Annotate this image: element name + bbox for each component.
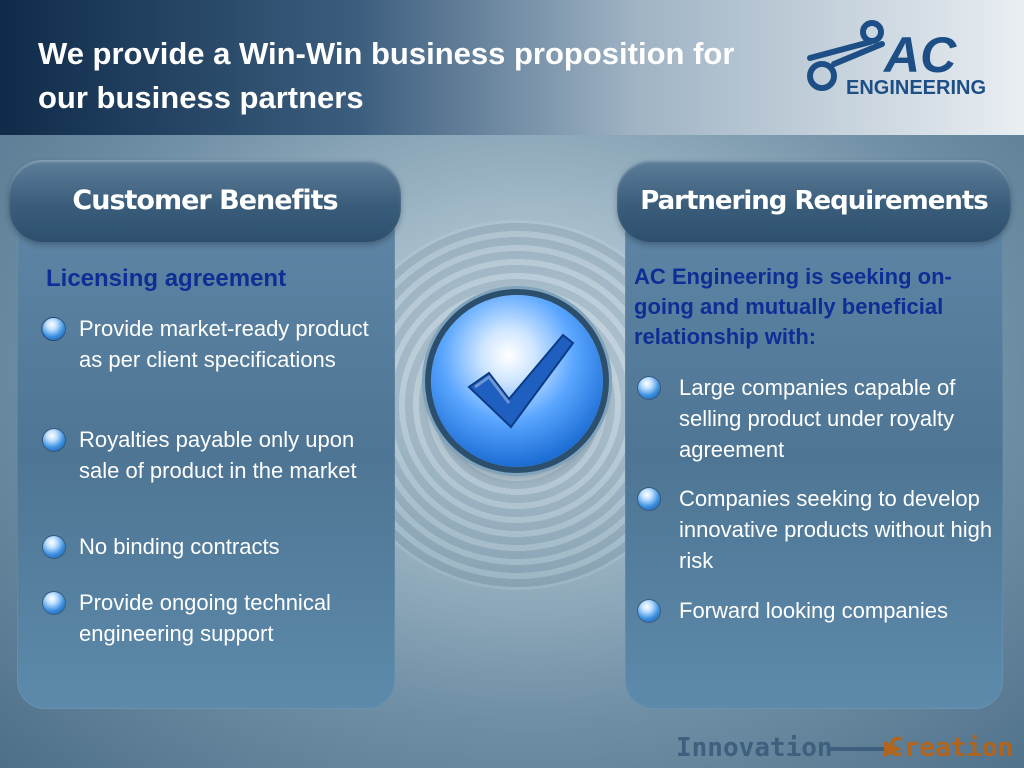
checkmark-badge — [431, 295, 603, 467]
partner-requirement-text-2: Companies seeking to develop innovative … — [679, 486, 993, 573]
logo-word: ENGINEERING — [846, 77, 986, 99]
partnering-requirements-tab: Partnering Requirements — [617, 160, 1011, 242]
customer-benefits-tab: Customer Benefits — [9, 160, 401, 242]
partnering-requirements-panel — [625, 205, 1003, 709]
partner-requirement-text-1: Large companies capable of selling produ… — [679, 375, 956, 462]
logo-letters: AC — [882, 27, 957, 83]
bullet-icon — [43, 536, 65, 558]
arrow-right-icon — [828, 741, 902, 757]
customer-benefit-text-1: Provide market-ready product as per clie… — [79, 316, 369, 372]
company-logo: AC ENGINEERING — [807, 20, 986, 99]
bullet-icon — [43, 318, 65, 340]
bullet-icon — [638, 488, 660, 510]
slide-title: We provide a Win-Win business propositio… — [38, 36, 735, 115]
partner-requirement-text-3: Forward looking companies — [679, 598, 949, 623]
partnering-subheading: AC Engineering is seeking on-going and m… — [634, 264, 952, 349]
bullet-icon — [43, 592, 65, 614]
bullet-icon — [43, 429, 65, 451]
bullet-icon — [638, 377, 660, 399]
header-band — [0, 0, 1024, 135]
customer-benefit-text-2: Royalties payable only upon sale of prod… — [79, 427, 357, 483]
customer-benefit-text-3: No binding contracts — [79, 534, 280, 559]
checkmark-icon — [467, 333, 575, 429]
footer-word-innovation: Innovation — [676, 733, 833, 763]
footer-tagline: Innovation Creation — [676, 733, 1016, 763]
footer-word-creation: Creation — [888, 733, 1014, 763]
bullet-icon — [638, 600, 660, 622]
customer-benefit-text-4: Provide ongoing technical engineering su… — [79, 590, 331, 646]
licensing-subheading: Licensing agreement — [46, 265, 287, 292]
customer-benefits-panel — [17, 205, 395, 709]
